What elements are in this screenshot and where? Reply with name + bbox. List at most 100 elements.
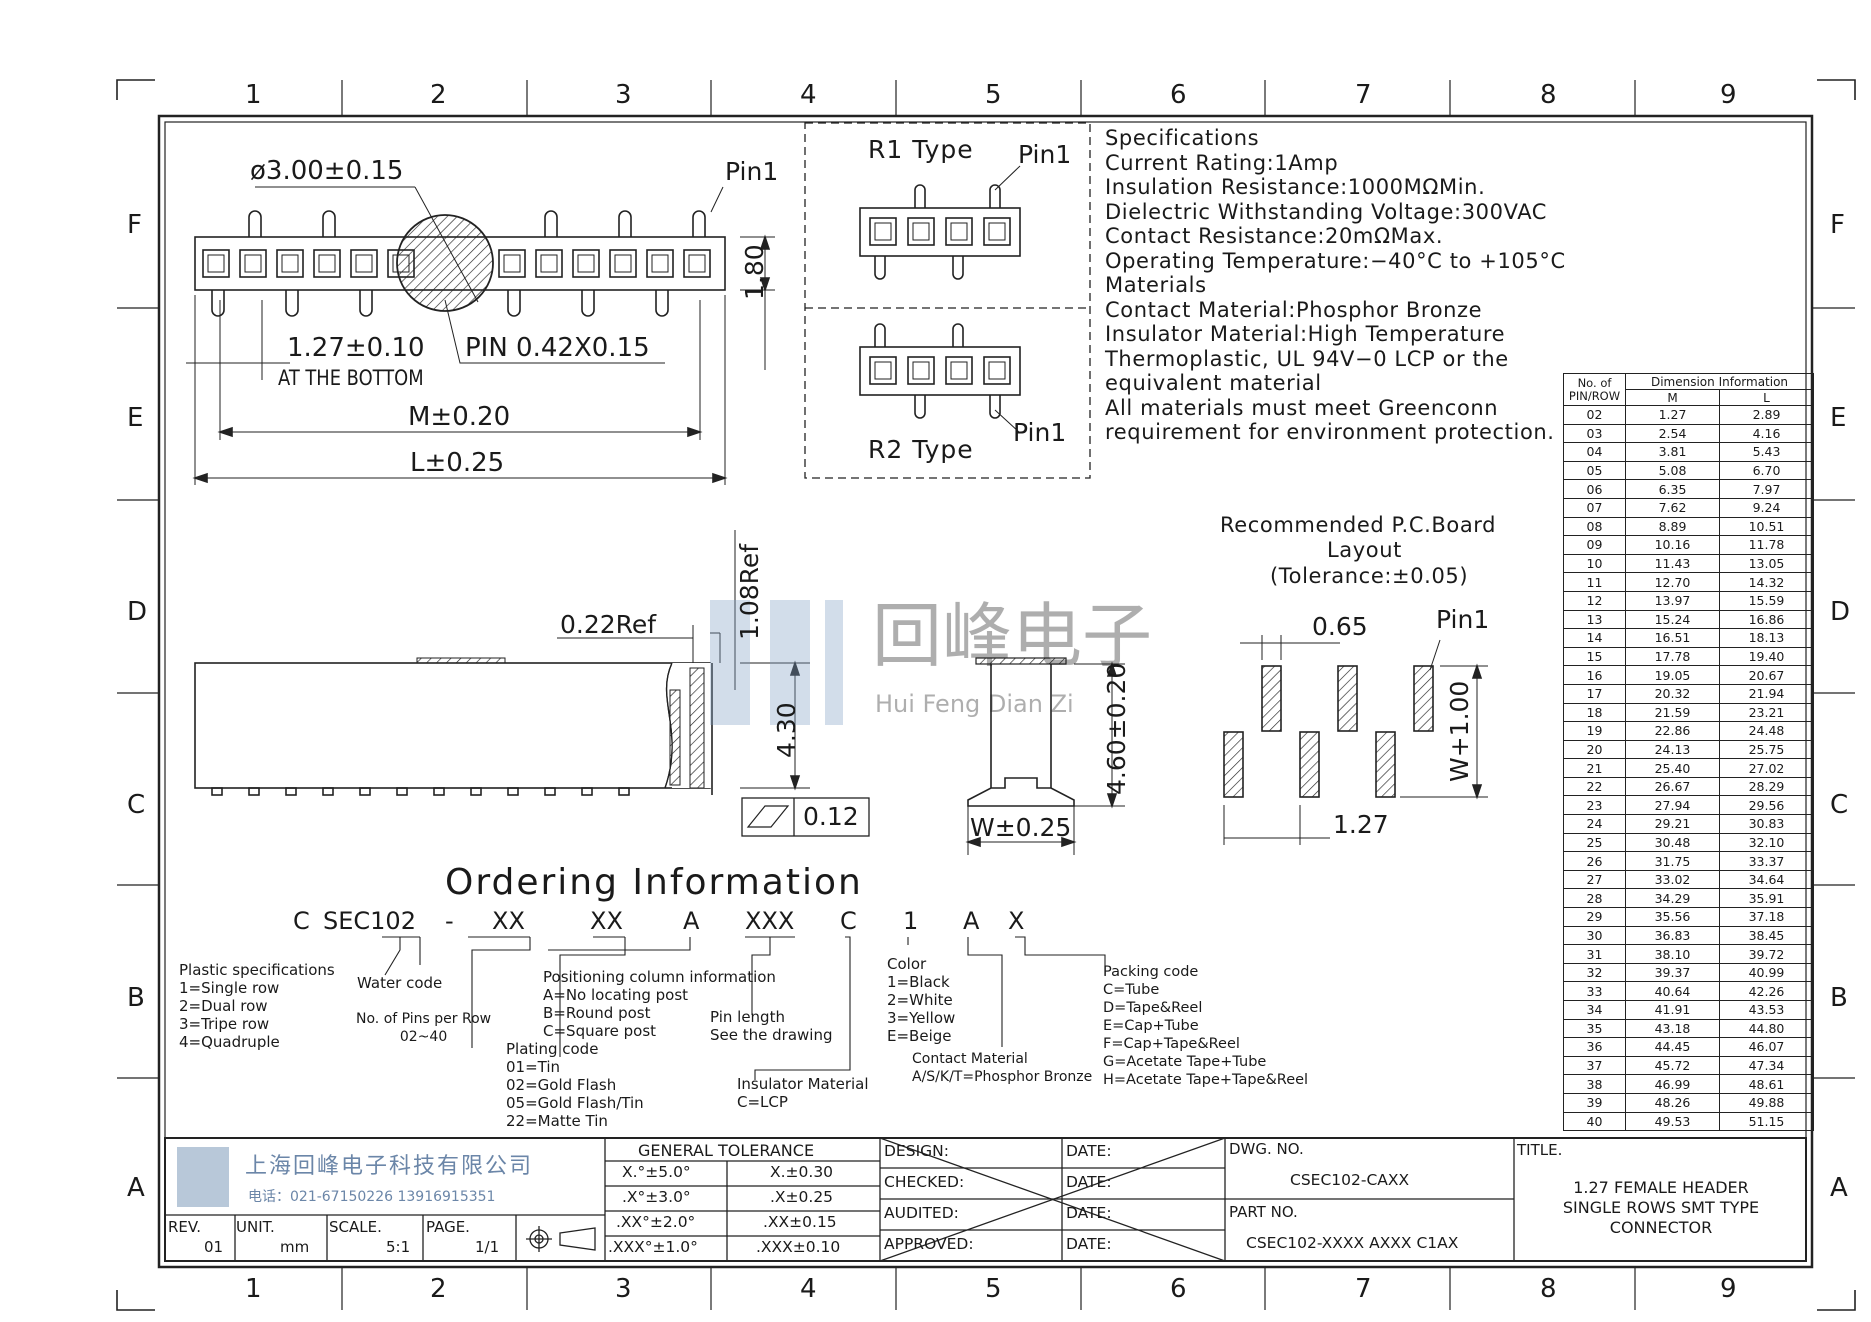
spec-line: Thermoplastic, UL 94V−0 LCP or the bbox=[1105, 346, 1509, 371]
type-contact-cell bbox=[983, 356, 1011, 385]
pin-up bbox=[544, 210, 558, 237]
ordering-line: A=No locating post bbox=[543, 986, 689, 1004]
table-cell-l: 42.26 bbox=[1719, 981, 1814, 1001]
table-cell-l: 24.48 bbox=[1719, 721, 1814, 741]
ordering-code-part: SEC102 bbox=[323, 907, 416, 935]
ordering-line: E=Cap+Tube bbox=[1103, 1018, 1199, 1034]
spec-line: Specifications bbox=[1105, 126, 1260, 150]
table-cell-l: 6.70 bbox=[1719, 460, 1814, 481]
unit-value: mm bbox=[280, 1238, 310, 1256]
table-cell-pins: 29 bbox=[1563, 907, 1626, 927]
pcb-pin1-label: Pin1 bbox=[1436, 605, 1490, 634]
frame-label: 3 bbox=[615, 80, 632, 110]
top-view bbox=[186, 186, 775, 485]
contact-inner bbox=[207, 254, 225, 273]
table-cell-pins: 24 bbox=[1563, 814, 1626, 834]
table-cell-m: 35.56 bbox=[1625, 907, 1720, 927]
frame-label: 1 bbox=[245, 80, 262, 110]
contact-cell bbox=[350, 249, 378, 278]
pin-up bbox=[322, 210, 336, 237]
table-cell-pins: 27 bbox=[1563, 869, 1626, 890]
table-cell-l: 40.99 bbox=[1719, 962, 1814, 983]
table-cell-l: 10.51 bbox=[1719, 516, 1814, 537]
role-label: CHECKED: bbox=[884, 1173, 965, 1191]
frame-label: F bbox=[1830, 210, 1845, 240]
pin-size-label: PIN 0.42X0.15 bbox=[465, 333, 650, 363]
watermark-subtext: Hui Feng Dian Zi bbox=[875, 690, 1074, 718]
ordering-code-part: - bbox=[445, 907, 454, 935]
contact-inner bbox=[281, 254, 299, 273]
ordering-line: Plastic specifications bbox=[179, 961, 335, 979]
spec-line: Operating Temperature:−40°C to +105°C bbox=[1105, 248, 1566, 273]
table-cell-m: 3.81 bbox=[1625, 442, 1720, 462]
ordering-line: G=Acetate Tape+Tube bbox=[1103, 1054, 1267, 1070]
frame-label: 5 bbox=[985, 1274, 1002, 1304]
table-cell-l: 34.64 bbox=[1719, 869, 1814, 890]
table-cell-l: 16.86 bbox=[1719, 609, 1814, 630]
pin-down bbox=[211, 290, 225, 317]
top-pin1-label: Pin1 bbox=[725, 157, 779, 186]
frame-label: D bbox=[1830, 597, 1851, 627]
type-contact-cell bbox=[945, 217, 973, 246]
contact-cell bbox=[276, 249, 304, 278]
ordering-line: 4=Quadruple bbox=[179, 1033, 280, 1051]
tolerance-linear: X.±0.30 bbox=[770, 1163, 834, 1181]
table-header-l: L bbox=[1719, 389, 1814, 406]
table-cell-pins: 21 bbox=[1563, 758, 1626, 778]
type-contact-inner bbox=[874, 361, 892, 380]
table-cell-m: 43.18 bbox=[1625, 1018, 1720, 1039]
table-cell-m: 34.29 bbox=[1625, 888, 1720, 909]
table-cell-l: 20.67 bbox=[1719, 665, 1814, 685]
frame-label: A bbox=[127, 1173, 145, 1203]
table-cell-pins: 26 bbox=[1563, 851, 1626, 871]
r2-type-label: R2 Type bbox=[868, 435, 974, 464]
table-cell-l: 4.16 bbox=[1719, 423, 1814, 444]
table-cell-pins: 04 bbox=[1563, 442, 1626, 462]
watermark-text: 回峰电子 bbox=[872, 595, 1152, 677]
table-cell-pins: 09 bbox=[1563, 535, 1626, 555]
table-cell-pins: 31 bbox=[1563, 944, 1626, 964]
table-cell-m: 38.10 bbox=[1625, 944, 1720, 964]
title-line: 1.27 FEMALE HEADER bbox=[1573, 1178, 1749, 1197]
side-foot bbox=[618, 787, 630, 796]
contact-inner bbox=[540, 254, 558, 273]
type-contact-cell bbox=[869, 217, 897, 246]
table-cell-pins: 16 bbox=[1563, 665, 1626, 685]
type-contact-inner bbox=[912, 222, 930, 241]
r1-type-label: R1 Type bbox=[868, 135, 974, 164]
table-cell-pins: 08 bbox=[1563, 516, 1626, 537]
type-pin-down bbox=[952, 256, 964, 280]
table-cell-l: 51.15 bbox=[1719, 1111, 1814, 1132]
rev-value: 01 bbox=[204, 1238, 224, 1256]
table-cell-m: 31.75 bbox=[1625, 851, 1720, 871]
m-dimension-label: M±0.20 bbox=[408, 402, 511, 432]
table-cell-m: 27.94 bbox=[1625, 795, 1720, 816]
ordering-line: 05=Gold Flash/Tin bbox=[506, 1094, 644, 1112]
height-label: 1.80 bbox=[740, 244, 769, 300]
table-cell-l: 37.18 bbox=[1719, 907, 1814, 927]
table-cell-m: 40.64 bbox=[1625, 981, 1720, 1001]
type-contact-cell bbox=[907, 356, 935, 385]
table-cell-pins: 37 bbox=[1563, 1055, 1626, 1076]
date-label: DATE: bbox=[1066, 1235, 1112, 1253]
table-cell-m: 7.62 bbox=[1625, 497, 1720, 518]
contact-cell bbox=[239, 249, 267, 278]
pcb-127-label: 1.27 bbox=[1333, 810, 1389, 839]
ordering-code-part: C bbox=[293, 907, 310, 935]
